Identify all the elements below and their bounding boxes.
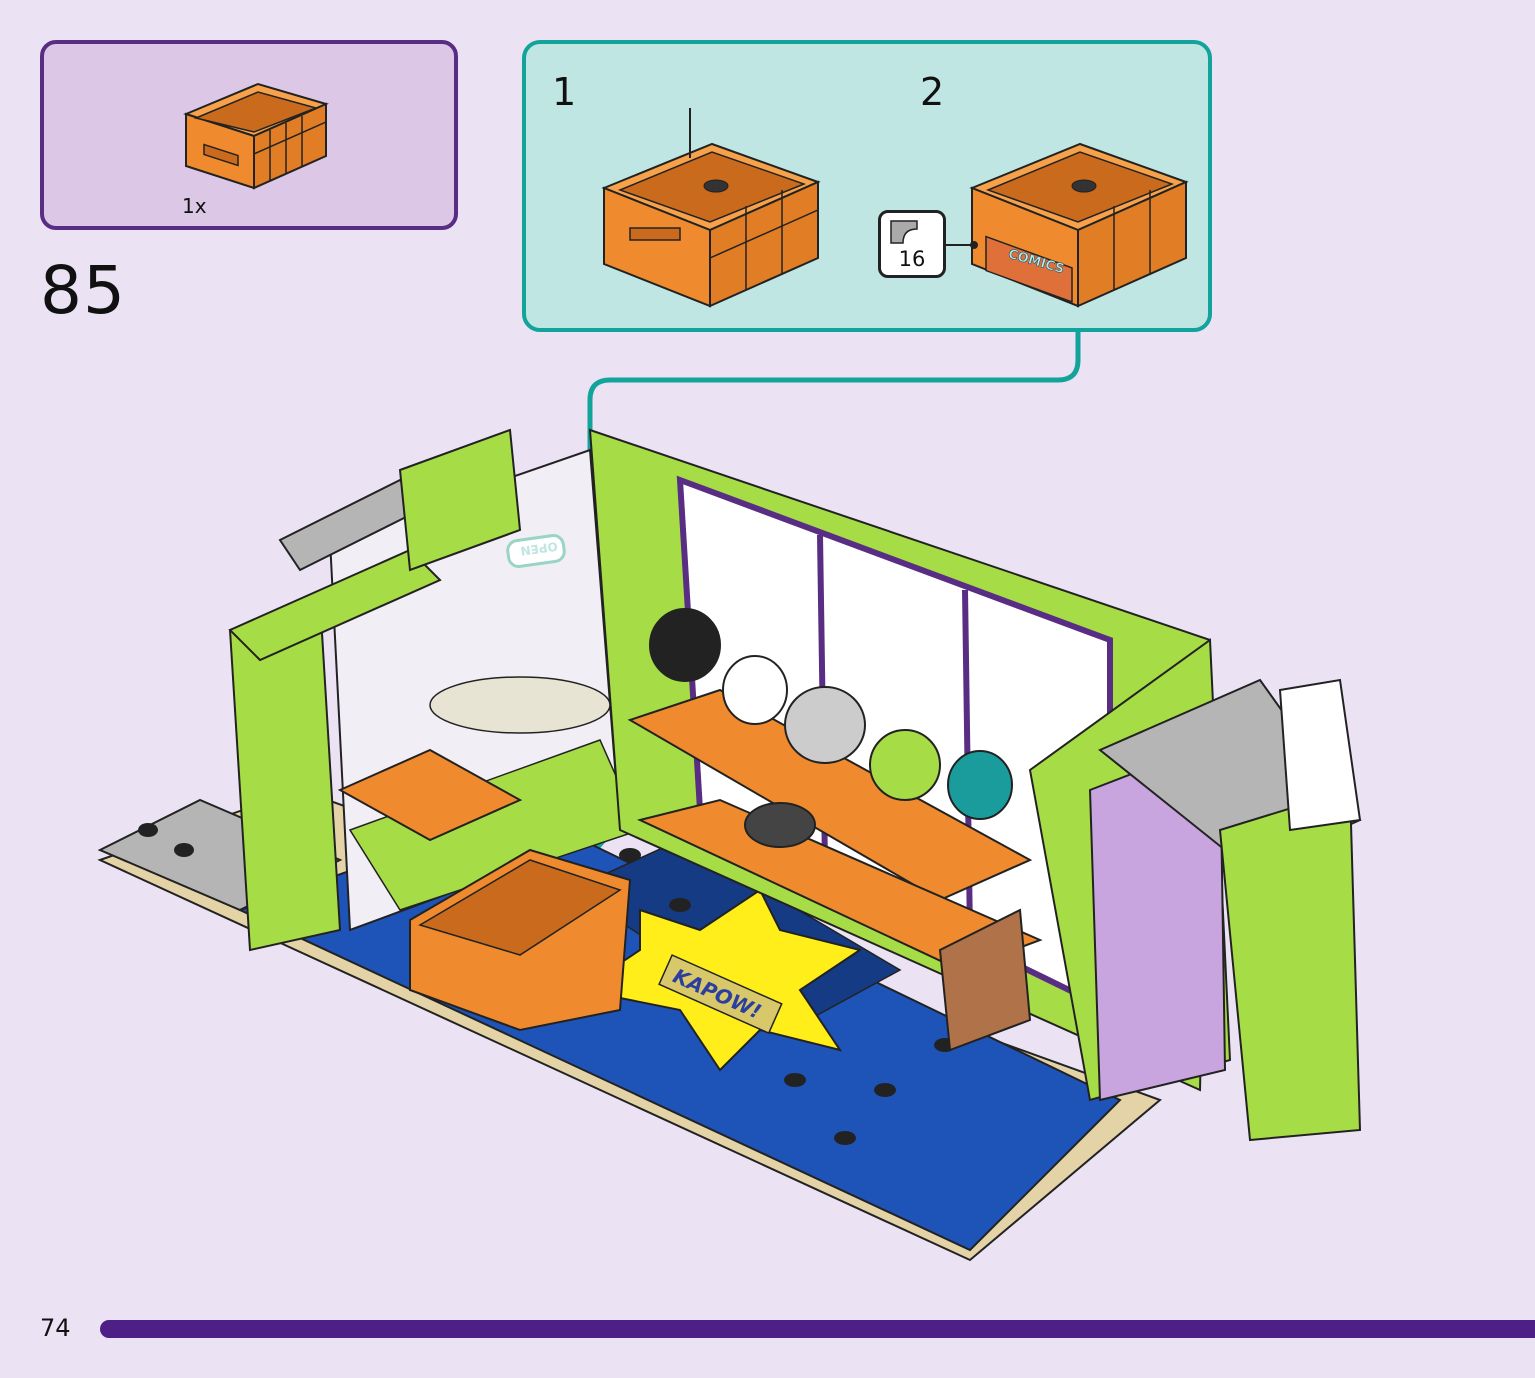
left-green-pillar bbox=[228, 598, 342, 952]
black-helmet bbox=[649, 608, 721, 682]
round-plate bbox=[429, 676, 611, 734]
model-build-illustration: KAPOW! OPEN bbox=[97, 428, 1362, 1262]
orange-crate-step2-image bbox=[969, 142, 1189, 308]
substep-2-label: 2 bbox=[920, 70, 945, 114]
grey-helmet bbox=[784, 686, 866, 764]
footer-progress-bar bbox=[100, 1320, 1535, 1338]
top-green-block bbox=[398, 428, 522, 572]
sticker-number: 16 bbox=[898, 247, 926, 271]
lower-shelf bbox=[637, 798, 1043, 972]
parts-callout-box: 1x bbox=[40, 40, 458, 230]
green-alien-helmet bbox=[869, 729, 941, 801]
part-quantity: 1x bbox=[182, 194, 207, 218]
comics-sticker-label: COMICS bbox=[1006, 247, 1066, 278]
substep-1-label: 1 bbox=[552, 70, 577, 114]
teal-helmet bbox=[947, 750, 1013, 820]
svg-text:OPEN: OPEN bbox=[520, 539, 559, 558]
substep-box: 1 2 COMICS 16 bbox=[522, 40, 1212, 332]
far-right-green-stand bbox=[1218, 788, 1362, 1142]
sticker-callout: 16 bbox=[878, 210, 946, 278]
step-number: 85 bbox=[40, 252, 126, 329]
left-top-beam bbox=[228, 548, 442, 662]
brown-box bbox=[938, 908, 1032, 1052]
sticker-leader-line bbox=[944, 241, 978, 249]
game-controller bbox=[744, 802, 816, 848]
white-helmet bbox=[722, 655, 788, 725]
kapow-tile bbox=[658, 954, 783, 1035]
orange-crate-icon bbox=[183, 82, 329, 190]
left-orange-counter bbox=[337, 748, 523, 842]
sticker-icon bbox=[890, 220, 918, 244]
open-sign bbox=[506, 534, 566, 568]
orange-crate-step1-image bbox=[601, 108, 821, 308]
orange-shelf bbox=[627, 688, 1033, 902]
page-number: 74 bbox=[40, 1314, 71, 1342]
white-corner-block bbox=[1278, 678, 1362, 832]
svg-text:COMICS: COMICS bbox=[1006, 247, 1065, 277]
